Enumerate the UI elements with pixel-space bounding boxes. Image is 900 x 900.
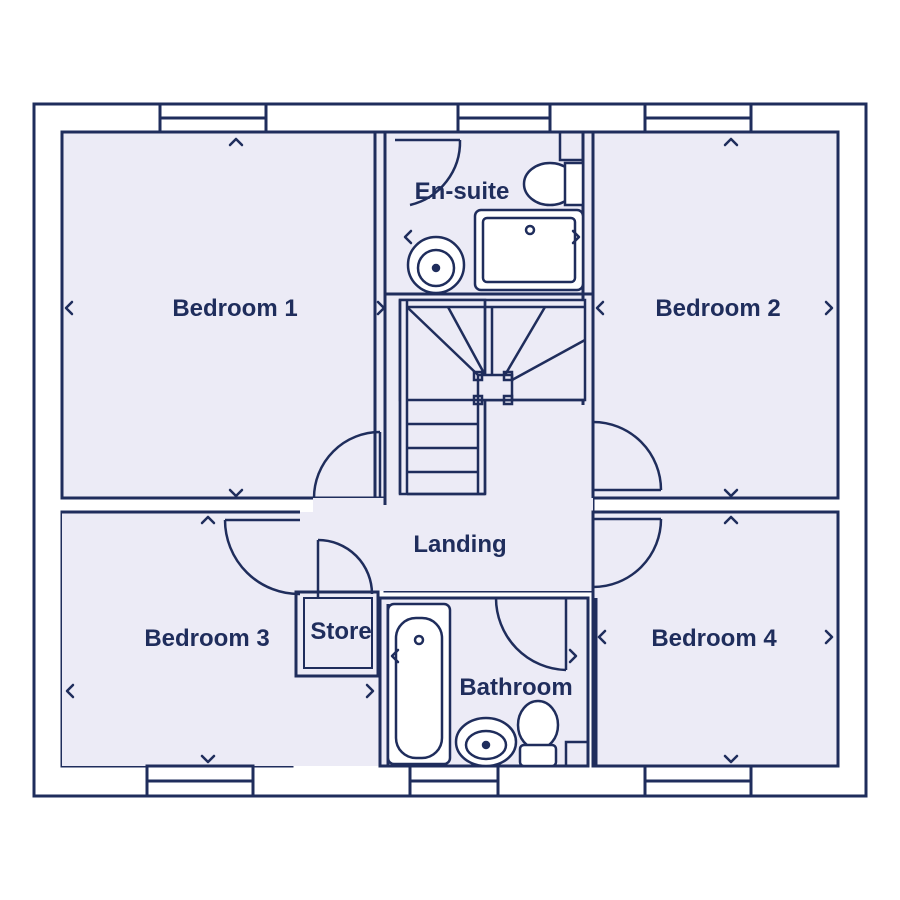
ensuite-fixtures — [406, 130, 585, 295]
label-ensuite: En-suite — [415, 178, 510, 205]
room-store — [294, 590, 380, 678]
bathroom-toilet — [516, 699, 560, 751]
room-bedroom-3 — [60, 510, 380, 768]
label-bedroom-1: Bedroom 1 — [172, 295, 297, 322]
staircase — [398, 298, 587, 496]
label-bedroom-4: Bedroom 4 — [651, 625, 777, 652]
label-landing: Landing — [413, 531, 506, 558]
label-bathroom: Bathroom — [459, 674, 572, 701]
label-store: Store — [310, 618, 371, 645]
door-swings — [223, 138, 663, 672]
bathroom-fixtures — [386, 602, 590, 768]
windows — [145, 102, 753, 798]
label-bedroom-3: Bedroom 3 — [144, 625, 269, 652]
dimension-markers — [64, 137, 834, 764]
label-bedroom-2: Bedroom 2 — [655, 295, 780, 322]
